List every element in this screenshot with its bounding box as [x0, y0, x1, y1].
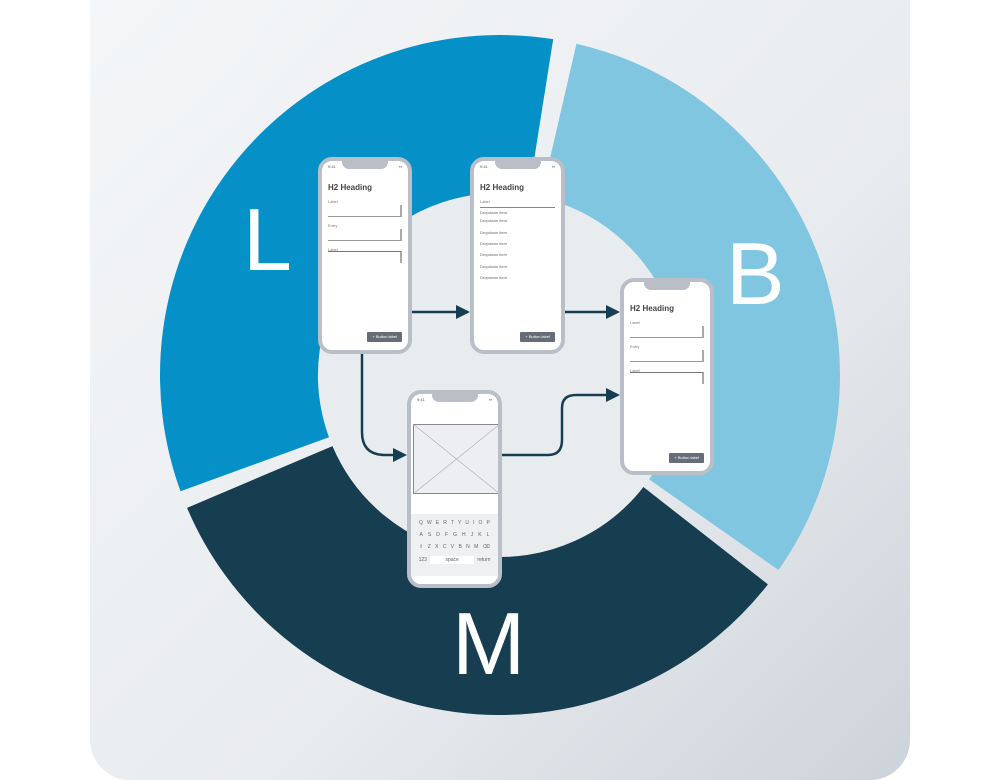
key[interactable]: V [450, 544, 455, 550]
dropdown-item[interactable]: Dropdown item [480, 274, 507, 280]
key[interactable]: S [427, 532, 432, 538]
arrow-form-to-keyboard [360, 354, 402, 457]
key[interactable]: Y [458, 520, 462, 526]
dropdown-item[interactable]: Dropdown item [480, 240, 507, 246]
field-label: Label [630, 320, 640, 325]
text-field[interactable] [328, 229, 402, 241]
action-button[interactable]: + Button label [669, 453, 704, 463]
learn-segment [160, 35, 554, 492]
dropdown-item[interactable]: Dropdown item [480, 229, 507, 235]
key[interactable]: G [453, 532, 457, 538]
heading: H2 Heading [480, 183, 525, 192]
key[interactable]: T [450, 520, 454, 526]
key[interactable]: I [473, 520, 475, 526]
key[interactable]: W [426, 520, 432, 526]
action-button[interactable]: + Button label [520, 332, 555, 342]
key[interactable]: K [478, 532, 482, 538]
signal-icon: ▪▪ [399, 164, 402, 169]
key-123[interactable]: 123 [418, 557, 427, 563]
key[interactable]: L [486, 532, 490, 538]
arrowhead [393, 448, 407, 462]
key[interactable]: M [474, 544, 479, 550]
dropdown-item[interactable]: Dropdown item [480, 263, 507, 269]
key[interactable]: Z [427, 544, 431, 550]
text-area[interactable] [630, 372, 704, 384]
key[interactable]: U [465, 520, 470, 526]
signal-icon: ▪▪ [489, 397, 492, 402]
status-time: 9:41 [417, 397, 425, 402]
field-label: Label [328, 199, 338, 204]
measure-segment [187, 444, 768, 715]
keyboard [411, 514, 498, 576]
image-placeholder [413, 424, 498, 494]
text-field[interactable] [630, 350, 704, 362]
key-return[interactable]: return [477, 557, 491, 563]
key[interactable]: H [462, 532, 466, 538]
text-field[interactable] [630, 326, 704, 338]
dropdown-label: Label [480, 199, 490, 204]
key[interactable]: P [486, 520, 490, 526]
field-label: Entry [328, 223, 338, 228]
dropdown-item[interactable]: Dropdown item [480, 252, 507, 258]
learn-label: L [243, 190, 292, 289]
signal-icon: ▪▪ [552, 164, 555, 169]
build-segment [539, 43, 840, 570]
status-time: 9:41 [480, 164, 488, 169]
status-time: 9:41 [328, 164, 336, 169]
field-label: Label [630, 368, 640, 373]
text-field[interactable] [328, 205, 402, 217]
phone-form-screen-2: H2 Heading Label Entry Label + Button la… [620, 278, 714, 475]
heading: H2 Heading [328, 183, 373, 192]
key[interactable]: X [435, 544, 439, 550]
key[interactable]: N [466, 544, 470, 550]
arrowhead [606, 388, 620, 402]
key-space[interactable]: space [430, 556, 475, 564]
key[interactable]: E [435, 520, 440, 526]
arrowhead [606, 305, 620, 319]
text-area[interactable] [328, 251, 402, 263]
field-label: Label [328, 247, 338, 252]
key[interactable]: Q [419, 520, 423, 526]
field-label: Entry [630, 344, 640, 349]
dropdown-item[interactable]: Dropdown item [480, 218, 507, 224]
key[interactable]: D [436, 532, 440, 538]
key[interactable]: J [470, 532, 474, 538]
key[interactable]: O [478, 520, 483, 526]
dropdown-item[interactable]: Dropdown item [480, 207, 555, 215]
measure-label: M [452, 594, 526, 693]
key[interactable]: A [419, 532, 423, 538]
arrowhead [456, 305, 470, 319]
build-label: B [726, 224, 785, 323]
arrow-keyboard-to-form [502, 393, 616, 457]
key[interactable]: C [442, 544, 447, 550]
heading: H2 Heading [630, 304, 675, 313]
action-button[interactable]: + Button label [367, 332, 402, 342]
key[interactable]: ⇧ [419, 544, 424, 550]
key[interactable]: ⌫ [482, 544, 490, 550]
key[interactable]: R [443, 520, 447, 526]
phone-form-screen: 9:41 ▪▪ H2 Heading Label Entry Label + Bu… [318, 157, 412, 354]
key[interactable]: F [444, 532, 449, 538]
key[interactable]: B [458, 544, 462, 550]
